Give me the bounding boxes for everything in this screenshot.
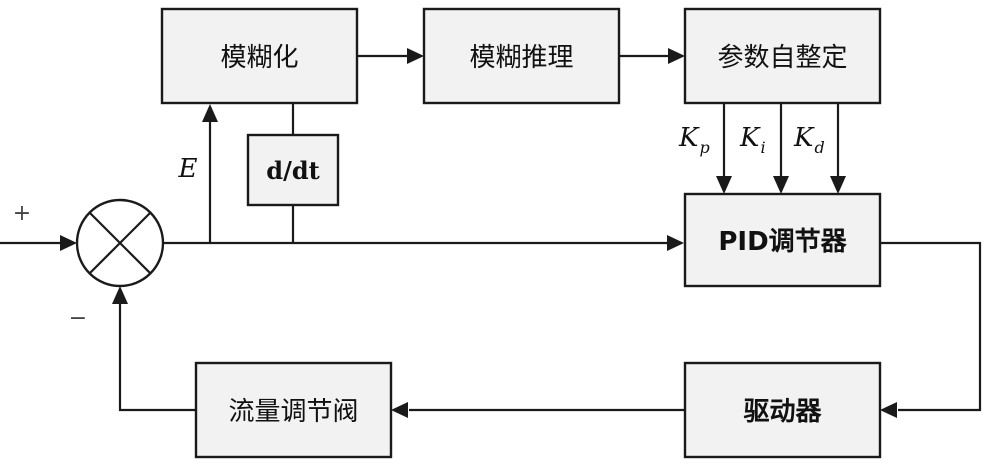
feedback-arrow [112,286,196,412]
fuzzify-label: 模糊化 [220,43,298,73]
summing-junction [75,198,165,288]
flow-valve-block: 流量调节阀 [194,361,393,459]
driver-block: 驱动器 [683,361,882,459]
derivative-block: d/dt [246,133,340,207]
kp-label: Kp [678,123,710,157]
ki-arrow [773,103,789,194]
fuzzy-inference-label: 模糊推理 [469,43,573,73]
error-branch-arrow [202,104,218,243]
fuzzify-block: 模糊化 [160,7,359,105]
param-tuning-label: 参数自整定 [717,43,847,73]
pid-to-driver-arrow [880,241,982,418]
kd-arrow [830,103,846,194]
derivative-label: d/dt [266,156,319,185]
flow-valve-label: 流量调节阀 [228,397,358,427]
error-line [163,235,684,251]
kd-label: Kd [793,123,825,157]
inference-to-tuning-arrow [619,48,685,64]
plus-sign: + [13,201,31,226]
minus-sign: − [69,306,87,331]
pid-block: PID调节器 [683,192,882,288]
driver-to-valve-arrow [391,402,685,418]
error-label: E [178,154,198,184]
param-tuning-block: 参数自整定 [683,7,882,105]
driver-label: 驱动器 [743,397,822,427]
fuzzy-inference-block: 模糊推理 [422,7,621,105]
input-arrow [0,235,77,251]
fuzzify-to-inference-arrow [357,48,424,64]
ki-label: Ki [739,123,766,157]
pid-label: PID调节器 [718,227,847,257]
kp-arrow [716,103,732,194]
